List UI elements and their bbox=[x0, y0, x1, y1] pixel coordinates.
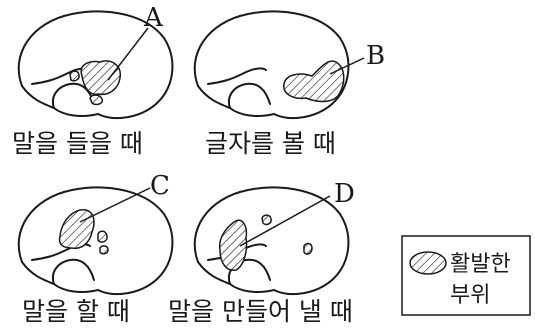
leader-line-c bbox=[79, 187, 151, 223]
legend-line-1: 활발한 bbox=[450, 252, 511, 277]
legend-box bbox=[401, 235, 531, 316]
active-region-a-lower bbox=[89, 94, 104, 106]
active-region-c-small bbox=[97, 230, 108, 243]
panel-listening: A 말을 들을 때 bbox=[12, 3, 174, 158]
legend: 활발한 부위 bbox=[401, 235, 531, 316]
leader-line-b bbox=[329, 57, 365, 75]
active-region-d-lower bbox=[303, 242, 313, 255]
panel-speaking: C 말을 할 때 bbox=[17, 171, 174, 326]
legend-swatch bbox=[409, 251, 447, 275]
letter-c: C bbox=[150, 171, 170, 201]
caption-producing-speech: 말을 만들어 낼 때 bbox=[168, 297, 353, 326]
legend-line-2: 부위 bbox=[450, 283, 490, 308]
leader-line-a bbox=[107, 27, 149, 81]
caption-speaking: 말을 할 때 bbox=[22, 297, 130, 326]
panel-reading: B 글자를 볼 때 bbox=[193, 10, 385, 158]
letter-d: D bbox=[334, 179, 355, 209]
active-region-d bbox=[218, 219, 248, 271]
active-region-a bbox=[80, 60, 121, 96]
active-region-a-small bbox=[69, 70, 80, 82]
brain-outline bbox=[193, 186, 350, 296]
panel-producing-speech: D 말을 만들어 낼 때 bbox=[168, 179, 355, 326]
active-region-b bbox=[283, 60, 345, 103]
caption-reading: 글자를 볼 때 bbox=[205, 129, 336, 158]
active-region-c-lower bbox=[99, 245, 109, 255]
letter-b: B bbox=[366, 41, 385, 71]
leader-line-d bbox=[239, 195, 331, 247]
letter-a: A bbox=[143, 3, 164, 33]
active-region-d-small bbox=[261, 214, 272, 226]
caption-listening: 말을 들을 때 bbox=[12, 129, 143, 158]
brain-outline bbox=[17, 186, 174, 296]
